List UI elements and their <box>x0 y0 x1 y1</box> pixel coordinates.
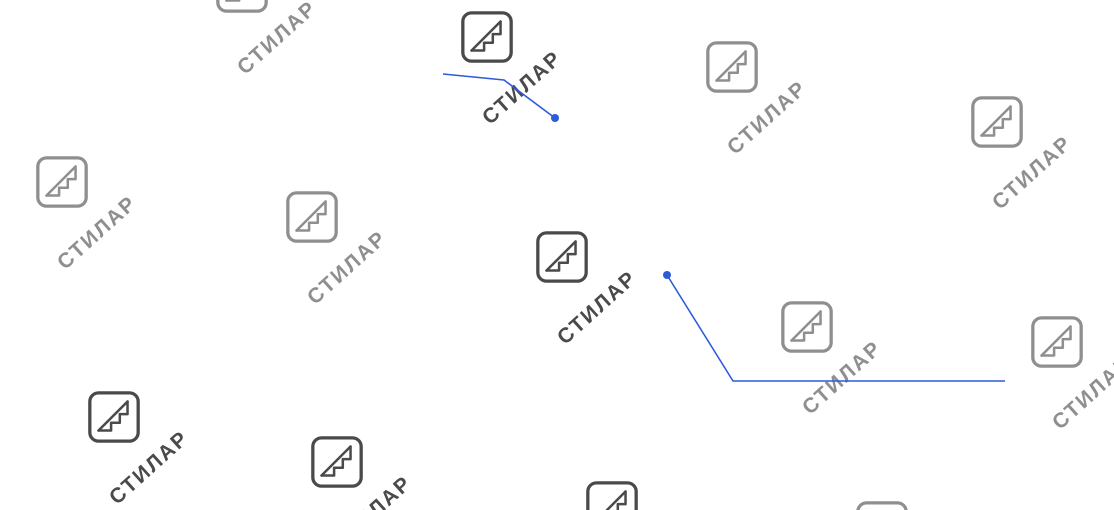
watermark-text: СТИЛАР <box>552 266 642 350</box>
watermark-text: СТИЛАР <box>328 471 417 510</box>
stilar-logo-icon <box>85 388 143 446</box>
watermark: СТИЛАР <box>533 228 708 393</box>
stilar-logo-icon <box>458 8 516 66</box>
stilar-logo-icon <box>308 433 366 491</box>
watermark: СТИЛАР <box>213 0 388 123</box>
watermark: СТИЛАР <box>778 298 953 463</box>
watermark: СТИЛАР <box>308 433 483 510</box>
watermark-text: СТИЛАР <box>987 131 1077 215</box>
watermark-text: СТИЛАР <box>797 336 887 420</box>
watermark: СТИЛАР <box>583 478 758 510</box>
watermark: СТИЛАР <box>458 8 633 173</box>
watermark-text: СТИЛАР <box>52 191 142 275</box>
stilar-logo-icon <box>283 188 341 246</box>
watermark-text: СТИЛАР <box>722 76 812 160</box>
watermark: СТИЛАР <box>283 188 458 353</box>
watermark: СТИЛАР <box>968 93 1114 258</box>
watermark-text: СТИЛАР <box>477 46 567 130</box>
stilar-logo-icon <box>703 38 761 96</box>
stilar-logo-icon <box>968 93 1026 151</box>
watermark: СТИЛАР <box>33 153 208 318</box>
watermark: СТИЛАР <box>85 388 260 510</box>
watermark: СТИЛАР <box>1028 313 1114 478</box>
stilar-logo-icon <box>1028 313 1086 371</box>
watermark: СТИЛАР <box>703 38 878 203</box>
stilar-logo-icon <box>778 298 836 356</box>
watermark-text: СТИЛАР <box>232 0 322 80</box>
stilar-logo-icon <box>533 228 591 286</box>
stilar-logo-icon <box>33 153 91 211</box>
stilar-logo-icon <box>213 0 271 16</box>
stilar-logo-icon <box>853 498 911 510</box>
watermark: СТИЛАР <box>853 498 1028 510</box>
watermark-text: СТИЛАР <box>104 426 194 510</box>
watermark-text: СТИЛАР <box>1047 351 1114 435</box>
stilar-logo-icon <box>583 478 641 510</box>
watermark-text: СТИЛАР <box>302 226 392 310</box>
